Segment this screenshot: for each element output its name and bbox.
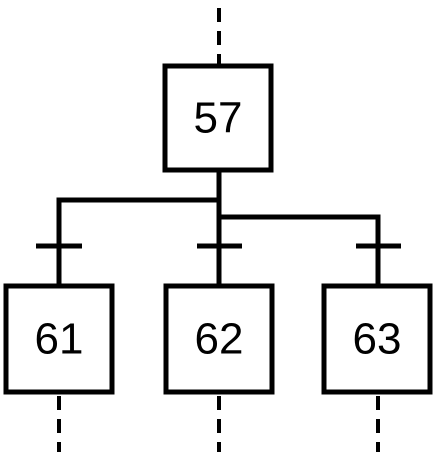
branch-link-left xyxy=(56,197,219,286)
step-63-box xyxy=(321,283,433,395)
step-63: 63 xyxy=(321,283,433,395)
divergence-links xyxy=(56,170,381,286)
step-57-label: 57 xyxy=(194,94,243,143)
step-63-label: 63 xyxy=(353,315,402,364)
step-62: 62 xyxy=(163,283,275,395)
step-61-box xyxy=(3,283,115,395)
step-62-box xyxy=(163,283,275,395)
step-62-label: 62 xyxy=(195,315,244,364)
branch-link-right xyxy=(219,214,381,286)
step-57: 57 xyxy=(162,63,274,173)
step-61-label: 61 xyxy=(35,315,84,364)
step-61: 61 xyxy=(3,283,115,395)
